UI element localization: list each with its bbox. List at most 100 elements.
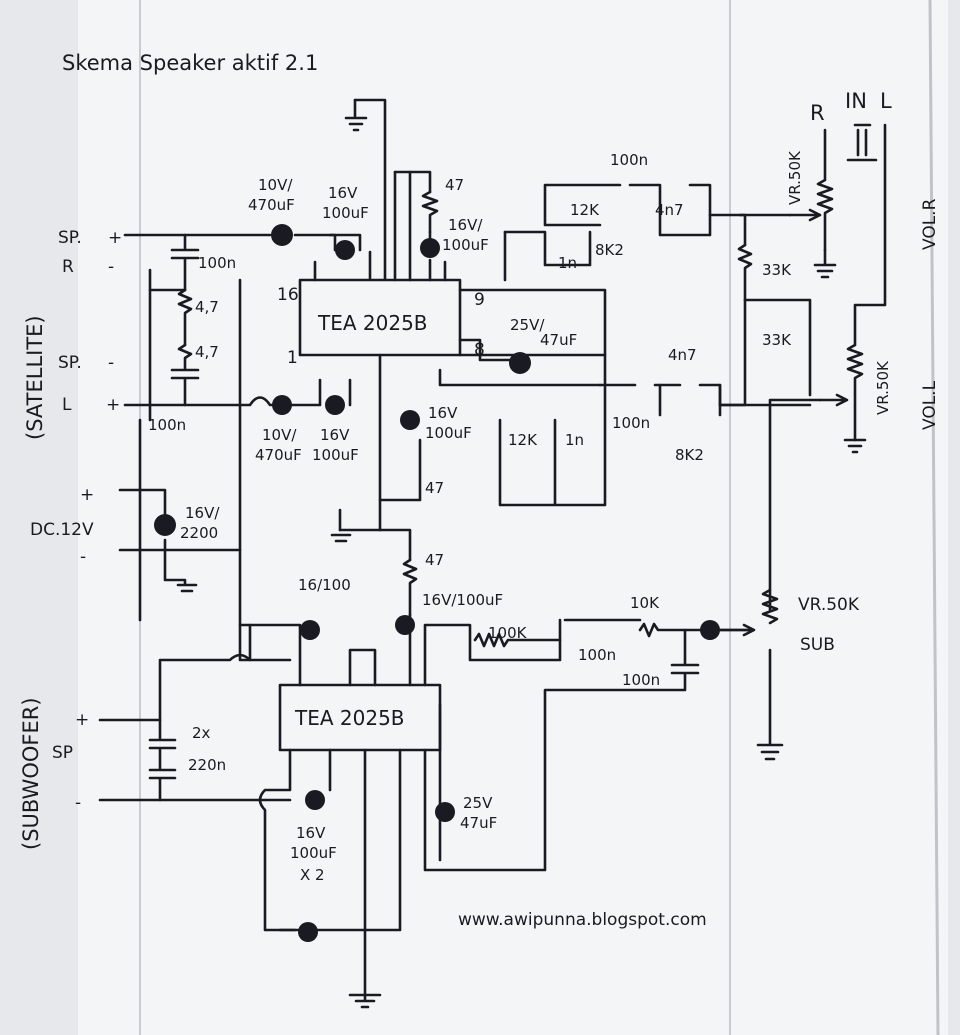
label: VR.50K (798, 595, 860, 615)
label: 1n (565, 431, 584, 449)
label: 25V/ (510, 316, 545, 334)
label: 16V (296, 824, 326, 842)
label: 1n (558, 254, 577, 272)
label: 2200 (180, 524, 218, 542)
label: VOL.R (920, 198, 940, 250)
schematic-title: Skema Speaker aktif 2.1 (62, 51, 318, 75)
label: 100uF (425, 424, 472, 442)
capacitor-16v-100uf-bottom (325, 395, 345, 415)
pin-1-label: 1 (287, 348, 298, 368)
label: 16V/ (448, 216, 483, 234)
label: 100uF (322, 204, 369, 222)
paper-edge (928, 0, 940, 1035)
label: 16V/ (185, 504, 220, 522)
input-l-label: L (880, 89, 892, 113)
terminal-minus: - (80, 547, 86, 567)
sub-input-jack (700, 620, 720, 640)
label: 16V (320, 426, 350, 444)
capacitor-16-100 (300, 620, 320, 640)
capacitor-16v-100uf-sub (395, 615, 415, 635)
input-in-label: IN (845, 89, 867, 113)
lower-amp-wiring (98, 398, 822, 1009)
label: 100n (578, 646, 616, 664)
input-r-label: R (810, 101, 825, 125)
label: VOL.L (920, 380, 940, 430)
label: 4n7 (668, 346, 697, 364)
label: 100uF (290, 844, 337, 862)
label: 16V (328, 184, 358, 202)
capacitor-25v-47uf (509, 352, 531, 374)
label: 47uF (540, 331, 577, 349)
dc-supply-label: DC.12V (30, 520, 94, 540)
sub-speaker-label: SP (52, 743, 73, 763)
label: 33K (762, 261, 792, 279)
capacitor-10v-470uf-top (271, 224, 293, 246)
label: 10V/ (258, 176, 293, 194)
capacitor-16v-100uf-x2-a (305, 790, 325, 810)
label: 47 (425, 479, 444, 497)
label: 33K (762, 331, 792, 349)
label: 100n (610, 151, 648, 169)
label: VR.50K (786, 150, 804, 205)
satellite-section-label: (SATELLITE) (23, 315, 47, 440)
label: 100n (148, 416, 186, 434)
label: 470uF (248, 196, 295, 214)
label: 10K (630, 594, 660, 612)
terminal-plus: + (106, 395, 120, 415)
label: 4n7 (655, 201, 684, 219)
label: X 2 (300, 866, 325, 884)
capacitor-16v-100uf-top (335, 240, 355, 260)
label: 25V (463, 794, 493, 812)
label: 16/100 (298, 576, 351, 594)
website-credit: www.awipunna.blogspot.com (458, 910, 707, 930)
label: 10V/ (262, 426, 297, 444)
sp-l-channel-label: L (62, 395, 72, 415)
label: 4,7 (195, 343, 219, 361)
terminal-minus: - (108, 257, 114, 277)
label: 47 (425, 551, 444, 569)
capacitor-16v-100uf-mid (400, 410, 420, 430)
capacitor-16v-100uf-x2-b (298, 922, 318, 942)
paper-sheet (78, 0, 948, 1035)
electrolytic-capacitors (154, 224, 720, 942)
subwoofer-section-label: (SUBWOOFER) (19, 697, 43, 850)
terminal-minus: - (108, 353, 114, 373)
terminal-plus: + (75, 710, 89, 730)
label: 100K (488, 624, 528, 642)
label: 12K (508, 431, 538, 449)
label: 47 (445, 176, 464, 194)
terminal-plus: + (80, 485, 94, 505)
pin-16-label: 16 (277, 285, 299, 305)
label: 8K2 (675, 446, 704, 464)
label: 470uF (255, 446, 302, 464)
label: 2x (192, 724, 211, 742)
capacitor-16v-2200 (154, 514, 176, 536)
label: 100uF (312, 446, 359, 464)
volume-wiring (718, 123, 887, 637)
label: 16V/100uF (422, 591, 503, 609)
label: 100uF (442, 236, 489, 254)
label: 100n (612, 414, 650, 432)
label: 100n (198, 254, 236, 272)
pin-9-label: 9 (474, 290, 485, 310)
label: 100n (622, 671, 660, 689)
capacitor-16v-100uf-feedback (420, 238, 440, 258)
label: 16V (428, 404, 458, 422)
component-labels: 10V/ 470uF 16V 100uF 47 16V/ 100uF 100n … (148, 150, 940, 884)
sp-r-terminal-label: SP. (58, 228, 82, 248)
capacitor-25v-47uf-sub (435, 802, 455, 822)
ic-upper-label: TEA 2025B (317, 311, 428, 335)
pin-8-label: 8 (474, 340, 485, 360)
ic-lower-label: TEA 2025B (294, 706, 405, 730)
label: 220n (188, 756, 226, 774)
label: 12K (570, 201, 600, 219)
capacitor-10v-470uf-bottom (272, 395, 292, 415)
sp-r-channel-label: R (62, 257, 74, 277)
label: SUB (800, 635, 835, 655)
sp-l-terminal-label: SP. (58, 353, 82, 373)
terminal-plus: + (108, 228, 122, 248)
label: 4,7 (195, 298, 219, 316)
terminal-minus: - (75, 793, 81, 813)
